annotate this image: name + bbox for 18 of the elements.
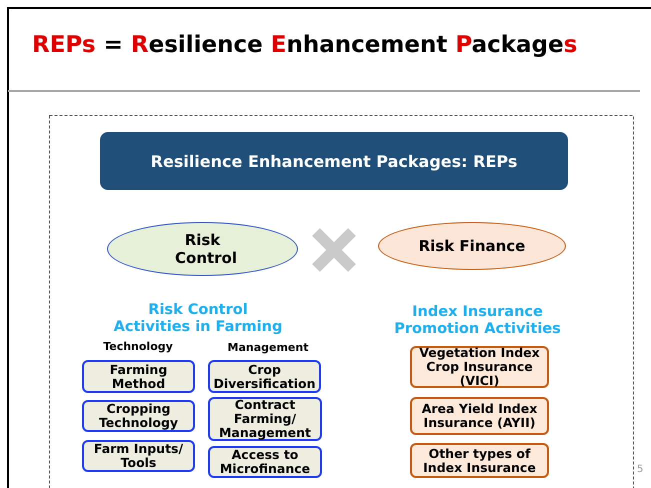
slide-title: REPs = Resilience Enhancement Packages bbox=[32, 32, 578, 58]
activity-box: Contract Farming/ Management bbox=[208, 397, 322, 441]
activity-box: Cropping Technology bbox=[82, 400, 195, 432]
column-heading: Management bbox=[226, 341, 310, 354]
activity-box: Access to Microfinance bbox=[208, 446, 322, 478]
column-heading: Technology bbox=[102, 340, 174, 353]
insurance-box: Vegetation Index Crop Insurance (VICI) bbox=[410, 346, 549, 388]
activity-box: Farming Method bbox=[82, 360, 195, 393]
category-ellipse: Risk Finance bbox=[378, 222, 566, 270]
insurance-box: Area Yield Index Insurance (AYII) bbox=[410, 397, 549, 435]
activity-box: Crop Diversification bbox=[208, 360, 321, 393]
header-banner: Resilience Enhancement Packages: REPs bbox=[100, 132, 568, 190]
category-ellipse: Risk Control bbox=[107, 222, 298, 276]
section-heading: Index Insurance Promotion Activities bbox=[393, 304, 562, 338]
insurance-box: Other types of Index Insurance bbox=[410, 443, 549, 478]
section-heading: Risk Control Activities in Farming bbox=[112, 302, 284, 336]
page-number: 5 bbox=[637, 464, 644, 475]
activity-box: Farm Inputs/ Tools bbox=[82, 440, 195, 472]
